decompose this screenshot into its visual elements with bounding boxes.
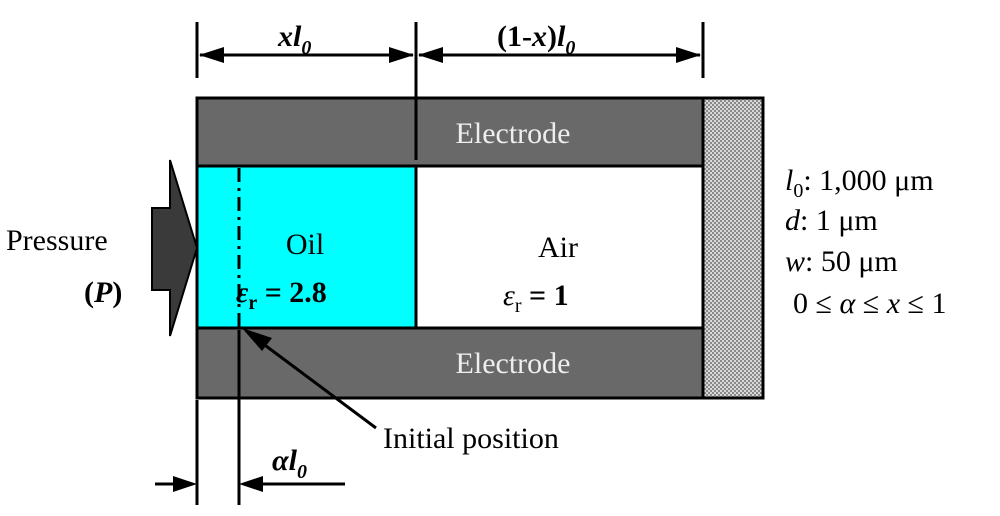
- arrowhead-left-l: [199, 47, 224, 63]
- pressure-label: Pressure: [6, 224, 108, 257]
- pressure-arrow: [151, 159, 199, 337]
- initial-position-label: Initial position: [383, 422, 559, 455]
- arrowhead-left-r: [389, 47, 414, 63]
- pressure-symbol: (P): [84, 276, 122, 309]
- end-cap-hatched: [701, 96, 765, 400]
- dim-label-alpha-l0: αl0: [272, 444, 307, 483]
- param-d: d: 1 μm: [785, 204, 878, 237]
- initial-position-pointer: [257, 338, 377, 430]
- top-dimension-arrowheads: [199, 47, 701, 63]
- oil-label: Oil: [286, 228, 324, 261]
- bottom-electrode: [195, 326, 705, 400]
- bottom-electrode-label: Electrode: [456, 347, 571, 380]
- oil-permittivity: εr = 2.8: [236, 276, 327, 314]
- air-label: Air: [538, 231, 578, 264]
- dim-label-xl0: xl0: [277, 20, 311, 59]
- bottom-arrowhead-left: [173, 476, 197, 492]
- dim-label-1-x-l0: (1-x)l0: [497, 20, 575, 59]
- arrowhead-right-l: [418, 47, 443, 63]
- bottom-dimension-group: [155, 400, 345, 505]
- bottom-arrowhead-right: [239, 476, 263, 492]
- param-l0: l0: 1,000 μm: [785, 164, 934, 202]
- param-w: w: 50 μm: [785, 245, 898, 278]
- param-range: 0 ≤ α ≤ x ≤ 1: [793, 287, 946, 320]
- arrowhead-right-r: [676, 47, 701, 63]
- top-electrode: [195, 96, 705, 168]
- top-electrode-label: Electrode: [456, 117, 571, 150]
- air-permittivity: εr = 1: [503, 279, 569, 317]
- initial-position-pointer-head: [242, 328, 272, 351]
